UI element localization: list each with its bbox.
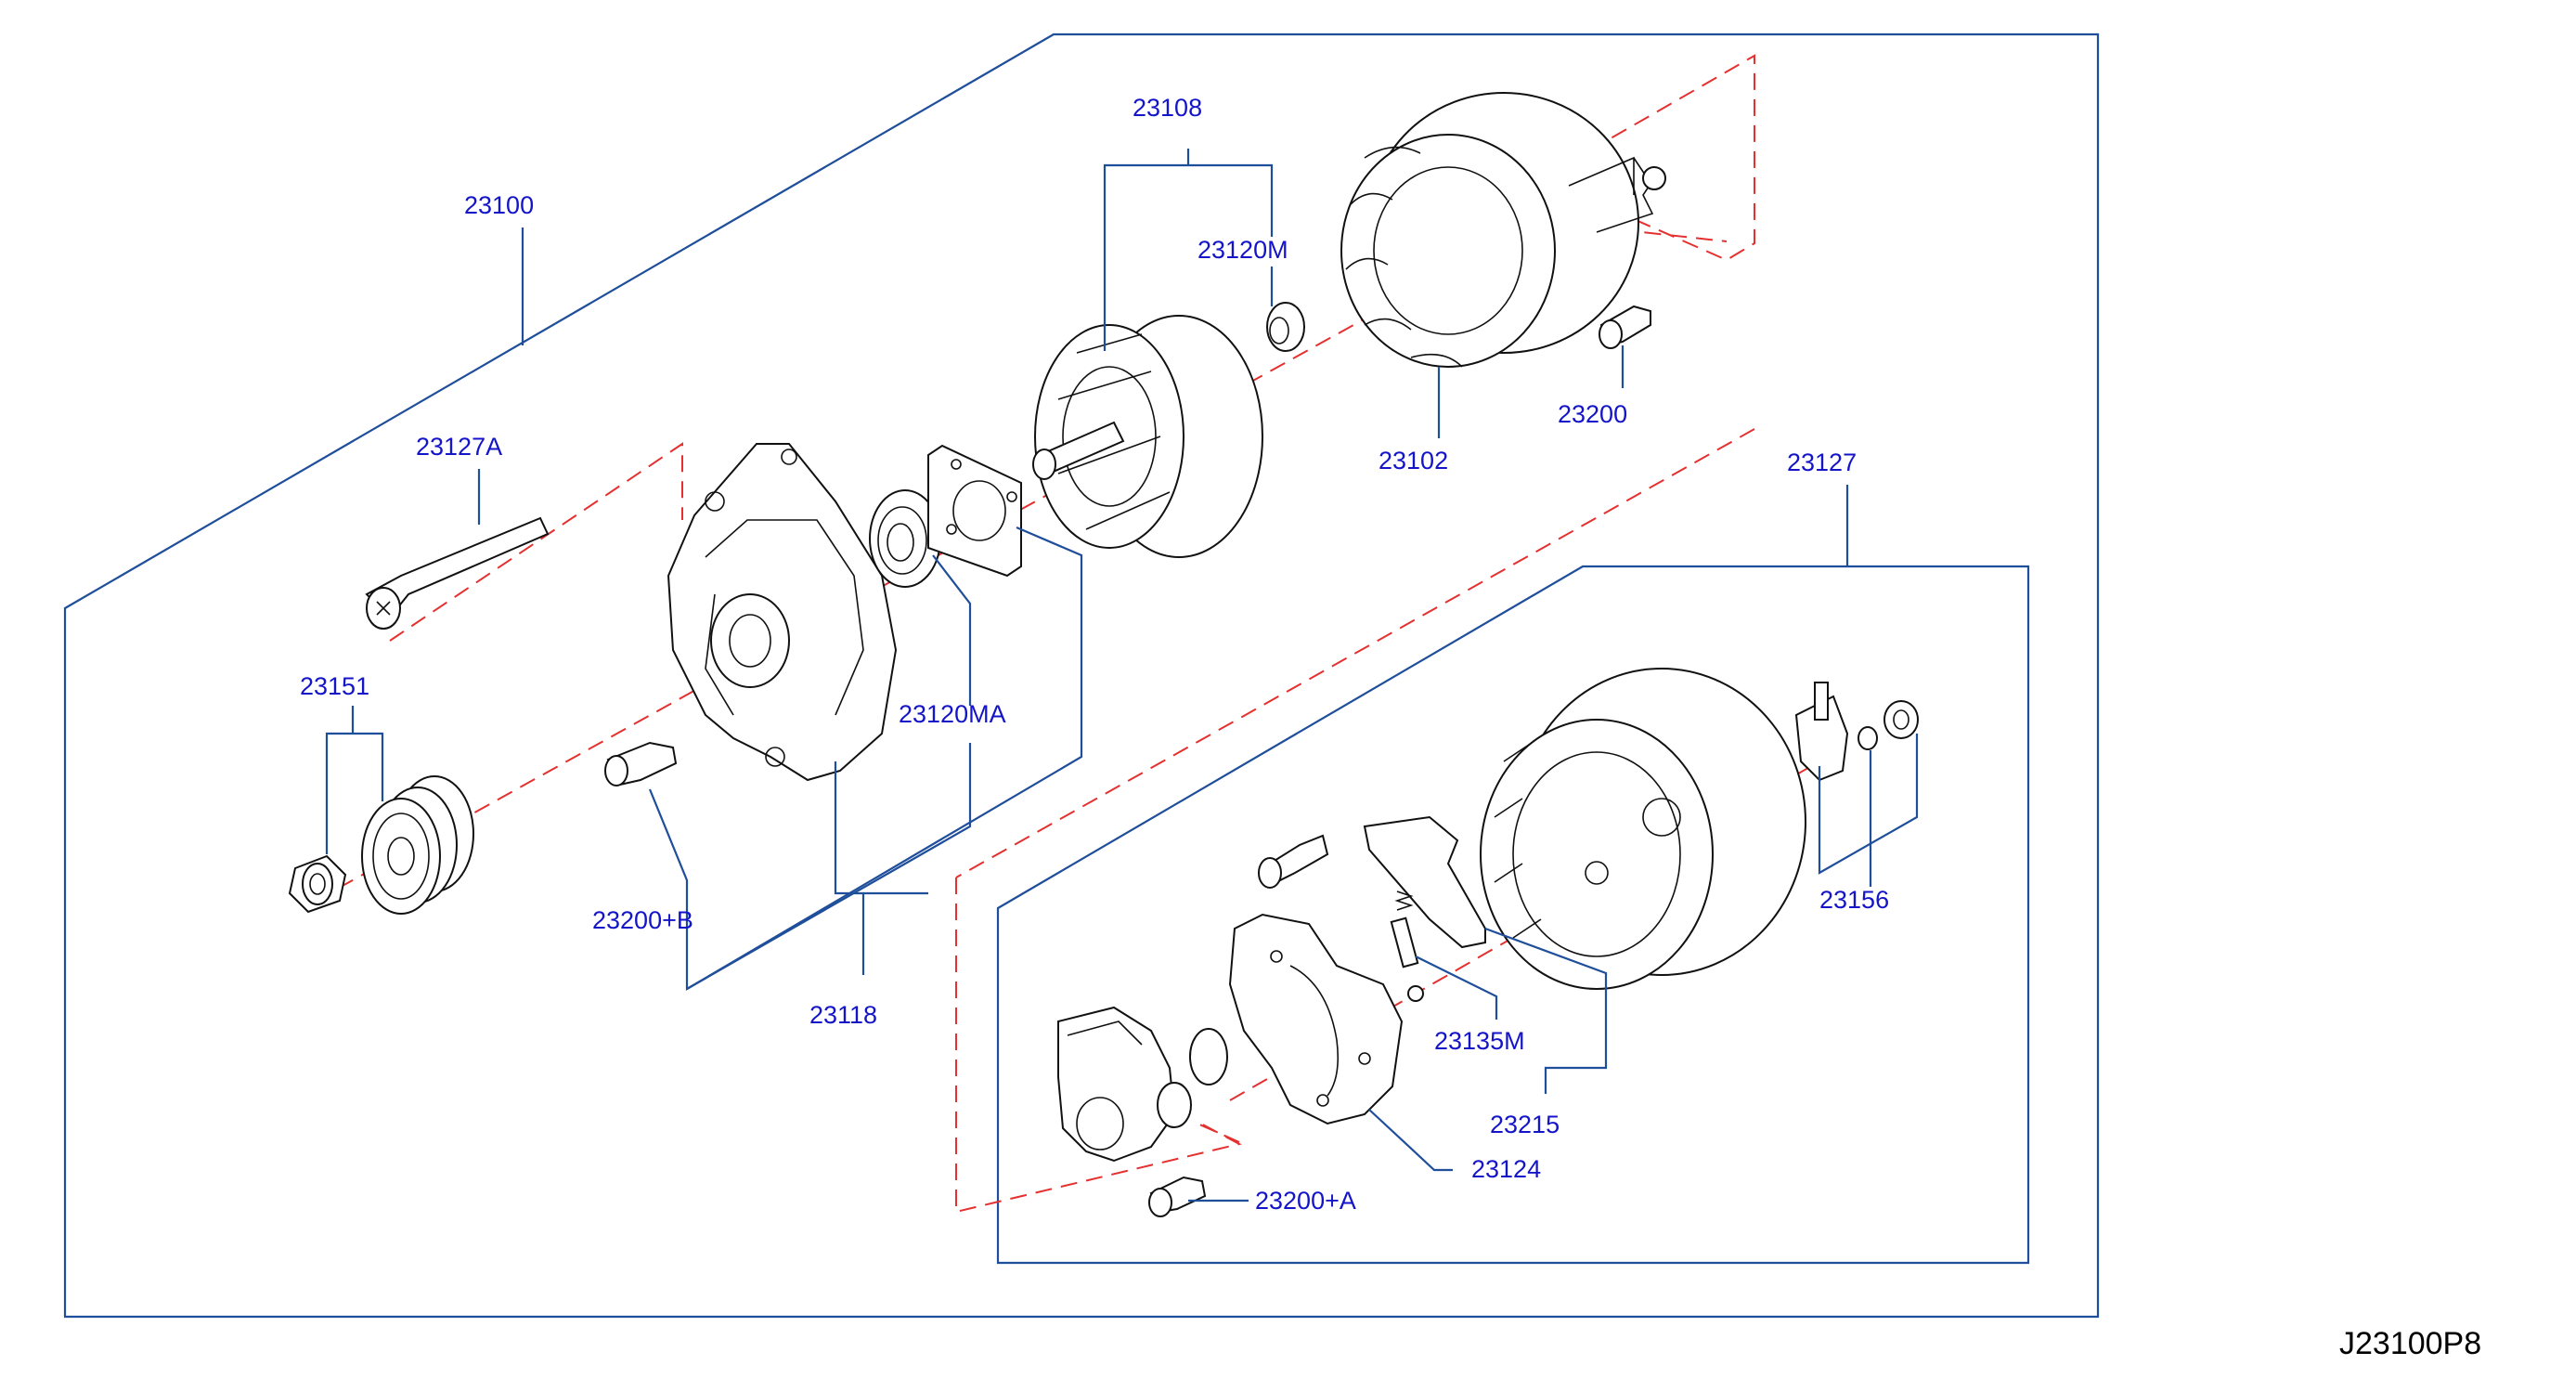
label-23215[interactable]: 23215 <box>1490 1111 1560 1138</box>
spacer-23120m <box>1266 302 1305 352</box>
brush-cover <box>1363 815 1486 949</box>
regulator <box>1057 1006 1192 1163</box>
rear-housing-23215 <box>1480 668 1806 990</box>
label-23135m[interactable]: 23135M <box>1434 1027 1525 1055</box>
rectifier-23124 <box>1228 913 1404 1125</box>
retainer-plate <box>927 444 1022 578</box>
through-bolt-23127a <box>365 516 550 630</box>
o-ring <box>1189 1028 1228 1086</box>
leader-lines <box>325 149 1919 1202</box>
label-23118[interactable]: 23118 <box>809 1001 877 1029</box>
assembly-frame-23127 <box>996 565 2030 1265</box>
screw-rear-cover <box>1258 834 1329 889</box>
brush-23135m <box>1390 890 1424 1002</box>
rotor-23108 <box>1032 315 1263 558</box>
label-23200[interactable]: 23200 <box>1558 400 1627 428</box>
label-23124[interactable]: 23124 <box>1471 1155 1541 1183</box>
screw-23200a <box>1148 1176 1207 1217</box>
screw-23200b <box>604 741 678 786</box>
screw-23200 <box>1599 305 1651 349</box>
pulley-23151 <box>361 775 474 915</box>
label-23156[interactable]: 23156 <box>1819 886 1889 914</box>
assembly-frame-23100 <box>63 32 2100 1319</box>
label-23120m[interactable]: 23120M <box>1197 236 1288 264</box>
terminal-23156 <box>1794 682 1919 782</box>
label-23102[interactable]: 23102 <box>1379 447 1448 474</box>
label-23127[interactable]: 23127 <box>1787 448 1857 476</box>
label-23108[interactable]: 23108 <box>1133 94 1202 122</box>
label-23200a[interactable]: 23200+A <box>1255 1187 1356 1215</box>
label-23200b[interactable]: 23200+B <box>592 906 693 934</box>
label-23120ma[interactable]: 23120MA <box>899 700 1006 728</box>
label-23100[interactable]: 23100 <box>464 191 534 219</box>
label-23127a[interactable]: 23127A <box>416 433 502 461</box>
part-labels: 23100 23108 23120M 23102 23200 23127A 23… <box>300 94 1889 1215</box>
front-housing-23118 <box>667 443 898 782</box>
diagram-code: J23100P8 <box>2339 1326 2481 1361</box>
label-23151[interactable]: 23151 <box>300 672 369 700</box>
nut-23151 <box>288 854 347 914</box>
stator-23102 <box>1340 92 1666 368</box>
